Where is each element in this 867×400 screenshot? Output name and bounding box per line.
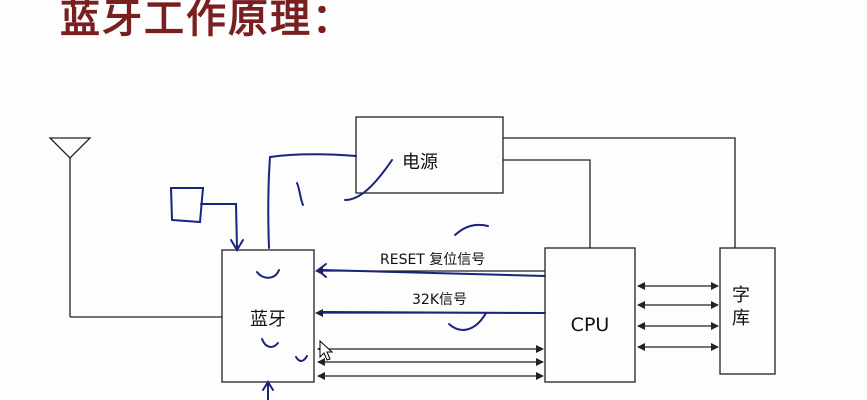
power-label: 电源 xyxy=(402,152,438,173)
reset-signal-label: RESET 复位信号 xyxy=(380,251,485,268)
font-library-block xyxy=(719,247,776,375)
bluetooth-label: 蓝牙 xyxy=(250,309,286,330)
mouse-cursor-icon xyxy=(319,339,334,361)
bus-lines xyxy=(637,282,719,351)
page-title: 蓝牙工作原理： xyxy=(60,0,354,42)
cpu-label: CPU xyxy=(571,314,610,336)
handwritten-annotations xyxy=(169,153,546,400)
font-library-label-1: 字 xyxy=(732,285,750,306)
signal-lines xyxy=(315,267,545,380)
font-library-label-2: 库 xyxy=(732,308,750,329)
power-connections xyxy=(503,137,736,248)
annotation-power-to-bt xyxy=(267,153,357,249)
antenna-icon xyxy=(48,137,222,318)
clock-signal-label: 32K信号 xyxy=(412,292,467,308)
